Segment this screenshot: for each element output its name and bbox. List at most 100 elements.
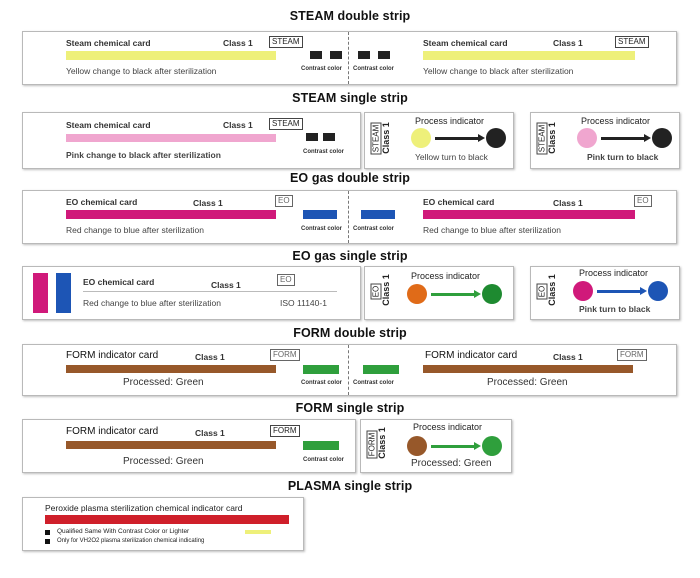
processed-label: Processed: Green (487, 377, 568, 388)
processed-label: Processed: Green (123, 377, 204, 388)
card-title: Steam chemical card (66, 120, 151, 130)
process-indicator-label: Process indicator (581, 116, 651, 126)
card-title: FORM indicator card (66, 426, 159, 437)
eo-tag: EO (634, 195, 652, 207)
eo-tag: EO (275, 195, 293, 207)
contrast-color-label: Contrast color (353, 66, 395, 72)
contrast-swatch (358, 51, 370, 59)
contrast-swatch (363, 365, 399, 374)
process-indicator-label: Process indicator (413, 422, 483, 432)
vertical-eo-tag: EO (370, 283, 382, 300)
process-indicator-label: Process indicator (579, 268, 649, 278)
class-label: Class 1 (211, 280, 241, 290)
card-title: FORM indicator card (425, 350, 518, 361)
class-label: Class 1 (223, 120, 253, 130)
pink-turn-label: Pink turn to black (579, 304, 651, 314)
contrast-swatch (330, 51, 342, 59)
vertical-steam-tag: STEAM (370, 122, 382, 155)
orange-dot (407, 284, 427, 304)
plasma-note-2: Only for VH2O2 plasma sterilization chem… (57, 538, 205, 544)
black-dot (652, 128, 672, 148)
vertical-class-label: Class 1 (381, 122, 391, 154)
blue-swatch (56, 273, 71, 313)
section-title-steam-double: STEAM double strip (289, 9, 411, 23)
arrow-icon (601, 134, 651, 142)
pink-dot (577, 128, 597, 148)
green-dot (482, 436, 502, 456)
brown-dot (407, 436, 427, 456)
form-single-card: FORM indicator card Class 1 FORM Process… (22, 419, 356, 473)
vertical-class-label: Class 1 (547, 274, 557, 306)
contrast-swatch (323, 133, 335, 141)
steam-process-indicator-yellow: STEAM Class 1 Process indicator Yellow t… (364, 112, 514, 169)
card-title: Peroxide plasma sterilization chemical i… (45, 503, 243, 513)
section-title-eo-single: EO gas single strip (292, 249, 408, 263)
card-title: Steam chemical card (66, 38, 151, 48)
bullet-icon (45, 539, 50, 544)
form-double-card: FORM indicator card Class 1 FORM Process… (22, 344, 677, 396)
steam-double-card: Steam chemical card Class 1 STEAM Yellow… (22, 31, 677, 85)
arrow-icon (597, 287, 647, 295)
contrast-swatch (306, 133, 318, 141)
perforation-line (348, 191, 349, 243)
contrast-swatch (303, 210, 337, 219)
contrast-color-label: Contrast color (301, 66, 343, 72)
brown-indicator-strip (423, 365, 633, 373)
card-title: FORM indicator card (66, 350, 159, 361)
yellow-dot (411, 128, 431, 148)
card-title: Steam chemical card (423, 38, 508, 48)
vertical-class-label: Class 1 (381, 274, 391, 306)
eo-tag: EO (277, 274, 295, 286)
contrast-swatch (310, 51, 322, 59)
magenta-dot (573, 281, 593, 301)
class-label: Class 1 (193, 198, 223, 208)
divider (83, 291, 337, 292)
section-title-eo-double: EO gas double strip (290, 171, 410, 185)
black-dot (486, 128, 506, 148)
bullet-icon (45, 530, 50, 535)
processed-label: Processed: Green (411, 458, 492, 469)
contrast-color-label: Contrast color (301, 380, 343, 386)
vertical-class-label: Class 1 (377, 427, 387, 459)
perforation-line (348, 32, 349, 84)
strip-note: Red change to blue after sterilization (83, 298, 221, 308)
green-dot (482, 284, 502, 304)
steam-single-card: Steam chemical card Class 1 STEAM Pink c… (22, 112, 361, 169)
pink-turn-label: Pink turn to black (587, 152, 659, 162)
steam-tag: STEAM (269, 36, 303, 48)
plasma-note-1: Qualified Same With Contrast Color or Li… (57, 528, 190, 535)
contrast-color-label: Contrast color (353, 226, 395, 232)
yellow-indicator-strip (66, 51, 276, 60)
contrast-swatch (303, 441, 339, 450)
form-tag: FORM (617, 349, 647, 361)
process-indicator-label: Process indicator (415, 116, 485, 126)
class-label: Class 1 (553, 198, 583, 208)
contrast-swatch (303, 365, 339, 374)
steam-tag: STEAM (615, 36, 649, 48)
section-title-form-double: FORM double strip (293, 326, 407, 340)
strip-note: Red change to blue after sterilization (423, 225, 561, 235)
processed-label: Processed: Green (123, 456, 204, 467)
contrast-color-label: Contrast color (301, 226, 343, 232)
vertical-class-label: Class 1 (547, 122, 557, 154)
eo-process-indicator-orange: EO Class 1 Process indicator (364, 266, 514, 320)
card-title: EO chemical card (83, 277, 155, 287)
yellow-indicator-strip (423, 51, 635, 60)
steam-process-indicator-pink: STEAM Class 1 Process indicator Pink tur… (530, 112, 680, 169)
section-title-steam-single: STEAM single strip (292, 91, 408, 105)
class-label: Class 1 (195, 352, 225, 362)
magenta-indicator-strip (423, 210, 635, 219)
vertical-form-tag: FORM (366, 430, 378, 459)
strip-note: Yellow change to black after sterilizati… (66, 66, 217, 76)
class-label: Class 1 (553, 38, 583, 48)
brown-indicator-strip (66, 365, 276, 373)
contrast-color-label: Contrast color (353, 380, 395, 386)
class-label: Class 1 (553, 352, 583, 362)
magenta-indicator-strip (66, 210, 276, 219)
plasma-card: Peroxide plasma sterilization chemical i… (22, 497, 304, 551)
vertical-steam-tag: STEAM (536, 122, 548, 155)
yellow-turn-label: Yellow turn to black (415, 152, 488, 162)
card-title: EO chemical card (66, 197, 138, 207)
class-label: Class 1 (195, 428, 225, 438)
eo-process-indicator-pink: EO Class 1 Process indicator Pink turn t… (530, 266, 680, 320)
